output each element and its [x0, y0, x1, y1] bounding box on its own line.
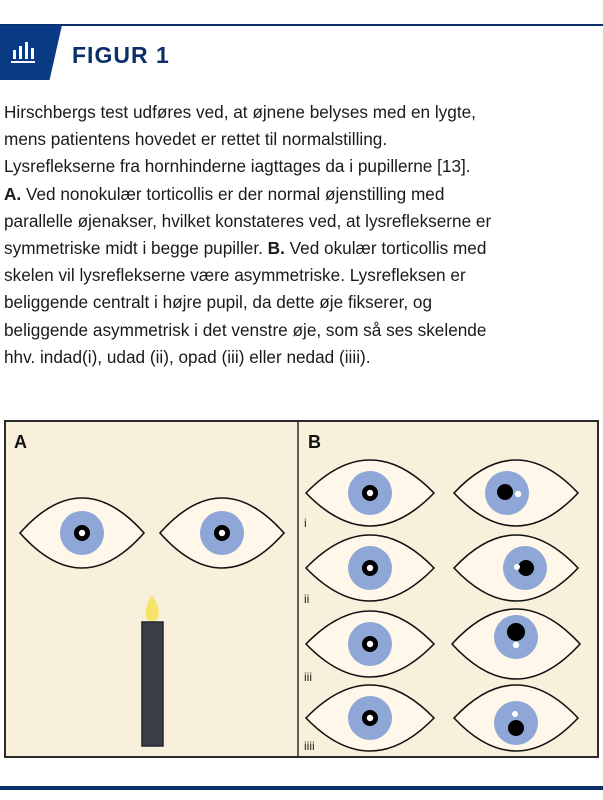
- eye-b-ii-squinting: [452, 534, 580, 602]
- label-a: A.: [4, 183, 22, 204]
- caption-line: mens patientens hovedet er rettet til no…: [4, 129, 388, 150]
- eye-b-i-fixing: [304, 459, 436, 527]
- eye-right-a: [18, 497, 146, 569]
- eye-left-a: [158, 497, 286, 569]
- hirschberg-illustration: A B i: [4, 420, 599, 758]
- footer-rule: [0, 786, 603, 790]
- label-b: B.: [267, 238, 285, 259]
- eye-b-iii-fixing: [304, 610, 436, 678]
- panel-b-label: B: [308, 432, 321, 452]
- header-rule: [0, 24, 603, 26]
- caption-line: beliggende asymmetrisk i det venstre øje…: [4, 319, 487, 340]
- figure-badge: [0, 25, 62, 80]
- eye-b-ii-fixing: [304, 534, 436, 602]
- figure-caption: Hirschbergs test udføres ved, at øjnene …: [4, 99, 603, 371]
- caption-line: beliggende centralt i højre pupil, da de…: [4, 292, 433, 313]
- caption-line: Lysreflekserne fra hornhinderne iagttage…: [4, 156, 471, 177]
- eye-b-iiii-squinting: [452, 684, 580, 752]
- row-label-iii: iii: [304, 670, 312, 684]
- caption-line: symmetriske midt i begge pupiller. B. Ve…: [4, 238, 487, 259]
- row-label-ii: ii: [304, 592, 309, 606]
- caption-line: hhv. indad(i), udad (ii), opad (iii) ell…: [4, 346, 371, 367]
- eye-b-iiii-fixing: [304, 684, 436, 752]
- caption-line: Hirschbergs test udføres ved, at øjnene …: [4, 102, 476, 122]
- caption-line: parallelle øjenakser, hvilket konstatere…: [4, 210, 492, 231]
- candle-icon: [141, 595, 164, 747]
- eye-b-i-squinting: [452, 459, 580, 527]
- panel-a-label: A: [14, 432, 27, 452]
- figure-title: FIGUR 1: [72, 42, 170, 68]
- row-label-iiii: iiii: [304, 739, 315, 753]
- bar-chart-icon: [11, 42, 35, 63]
- eye-b-iii-squinting: [450, 608, 582, 680]
- row-label-i: i: [304, 516, 307, 530]
- caption-line: A. Ved nonokulær torticollis er der norm…: [4, 183, 445, 204]
- caption-line: skelen vil lysreflekserne være asymmetri…: [4, 265, 466, 286]
